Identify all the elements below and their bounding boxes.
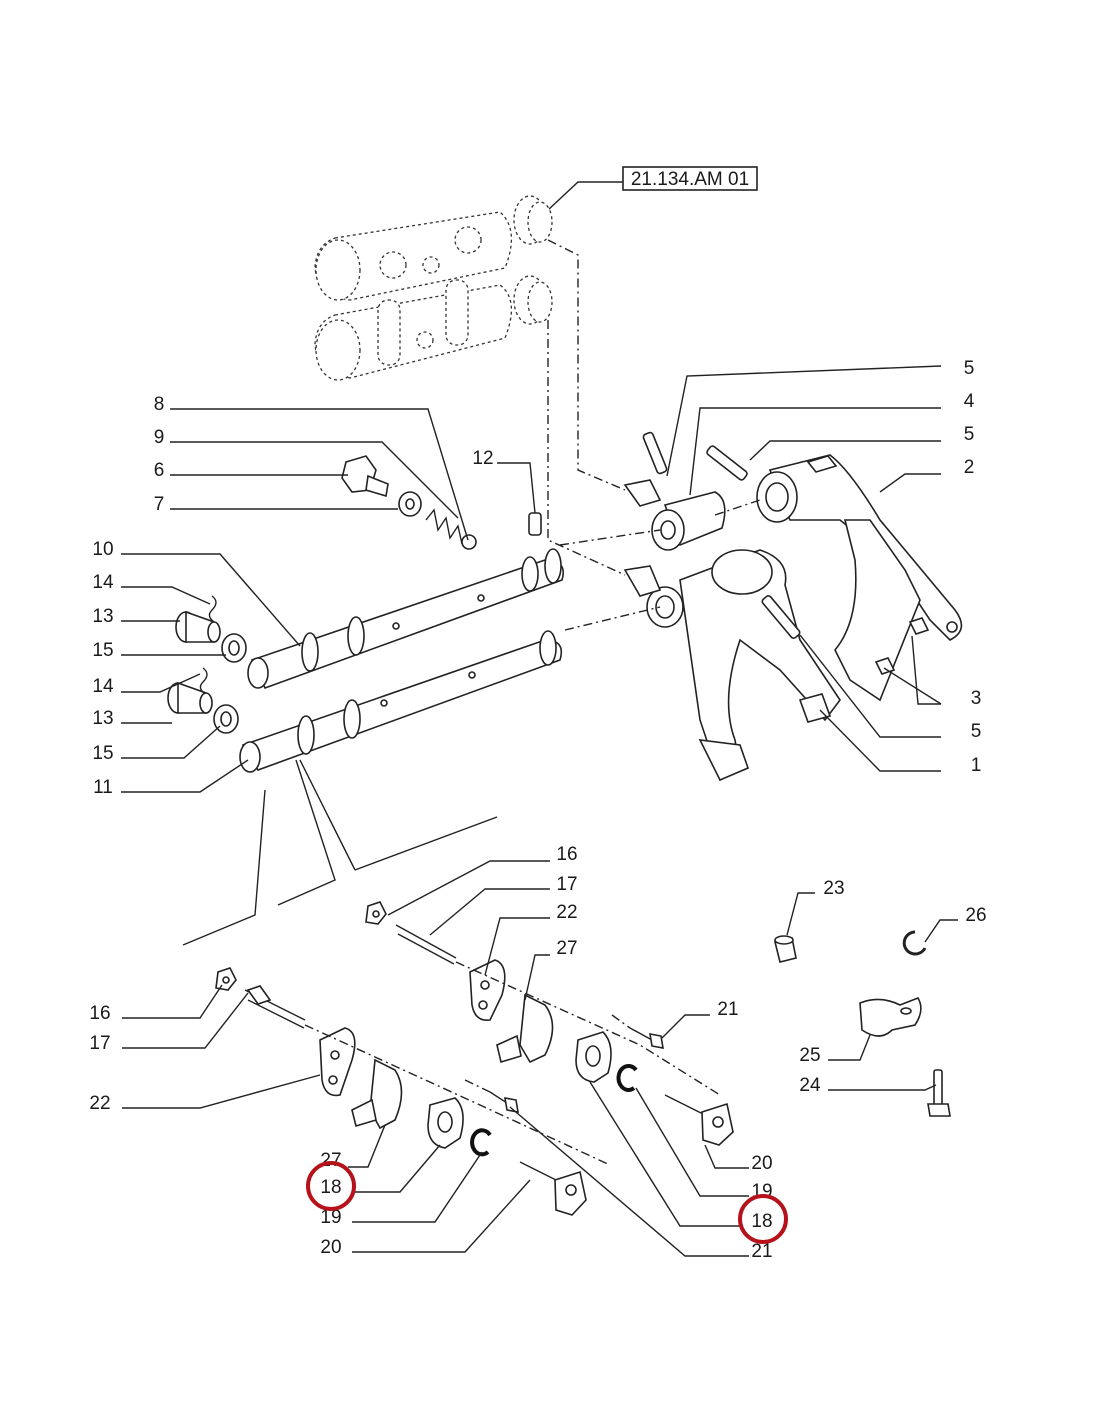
callout-5[interactable]: 5 [964, 358, 975, 379]
callout-22[interactable]: 22 [89, 1093, 110, 1114]
nut-16-lower[interactable] [215, 967, 237, 991]
callout-13[interactable]: 13 [92, 708, 113, 729]
callout-27[interactable]: 27 [320, 1150, 341, 1171]
fork-pad-3a[interactable] [908, 617, 930, 635]
reference-label: 21.134.AM 01 [631, 169, 749, 190]
callout-14[interactable]: 14 [92, 572, 114, 593]
callout-5[interactable]: 5 [964, 424, 975, 445]
callout-23[interactable]: 23 [823, 878, 844, 899]
pivot-20-lower[interactable] [519, 1161, 587, 1216]
bracket-22-upper[interactable] [469, 959, 506, 1022]
circlip-19-upper[interactable] [616, 1064, 638, 1092]
callout-7[interactable]: 7 [154, 494, 165, 515]
stud-17-lower[interactable] [244, 985, 306, 1029]
roll-pin-12[interactable] [528, 512, 542, 536]
callout-21[interactable]: 21 [717, 999, 738, 1020]
callout-20[interactable]: 20 [751, 1153, 772, 1174]
leader-lines [121, 365, 958, 1257]
callout-16[interactable]: 16 [556, 844, 577, 865]
housing-ghost [314, 195, 553, 381]
callout-9[interactable]: 9 [154, 427, 165, 448]
lever-27-lower[interactable] [351, 1058, 403, 1130]
callout-4[interactable]: 4 [964, 391, 975, 412]
callout-26[interactable]: 26 [965, 905, 986, 926]
callout-24[interactable]: 24 [799, 1075, 821, 1096]
highlight-circle-18-right [738, 1194, 788, 1244]
screw-21-upper[interactable] [629, 1027, 664, 1049]
bolt-24[interactable] [927, 1069, 951, 1117]
reference-box[interactable]: 21.134.AM 01 [547, 166, 758, 211]
centre-lines-lower [304, 961, 721, 1166]
clevis-pin-upper[interactable] [175, 610, 221, 643]
circlip-19-lower[interactable] [470, 1128, 492, 1157]
highlight-circle-18-left [306, 1161, 356, 1211]
callout-13[interactable]: 13 [92, 606, 113, 627]
detent-screw[interactable] [341, 455, 389, 498]
callout-labels: 5 4 5 2 3 5 1 8 9 6 7 12 10 14 13 15 14 … [89, 358, 986, 1262]
callout-19[interactable]: 19 [320, 1207, 341, 1228]
callout-27[interactable]: 27 [556, 938, 577, 959]
callout-22[interactable]: 22 [556, 902, 577, 923]
callout-11[interactable]: 11 [93, 777, 113, 798]
clip-26[interactable] [902, 930, 927, 956]
selector-bush[interactable] [623, 479, 726, 551]
callout-8[interactable]: 8 [154, 394, 165, 415]
callout-15[interactable]: 15 [92, 743, 113, 764]
callout-14[interactable]: 14 [92, 676, 114, 697]
callout-6[interactable]: 6 [154, 460, 165, 481]
callout-17[interactable]: 17 [556, 874, 577, 895]
plate-18-upper[interactable] [575, 1031, 612, 1083]
callout-15[interactable]: 15 [92, 640, 113, 661]
callout-12[interactable]: 12 [472, 448, 493, 469]
shift-rod-lower[interactable] [239, 630, 563, 773]
bushing-23[interactable] [774, 935, 797, 963]
shift-fork-upper[interactable] [756, 454, 963, 702]
callout-18[interactable]: 18 [320, 1177, 341, 1198]
callout-25[interactable]: 25 [799, 1045, 820, 1066]
fork-pad-3b[interactable] [874, 657, 896, 675]
stud-17-upper[interactable] [395, 924, 457, 965]
detent-washer[interactable] [398, 491, 422, 517]
callout-1[interactable]: 1 [971, 755, 982, 776]
callout-5[interactable]: 5 [971, 721, 982, 742]
spring-pin-5-top[interactable] [642, 431, 668, 475]
shift-fork-lower[interactable] [623, 549, 841, 782]
lever-27-upper[interactable] [496, 993, 554, 1064]
callout-10[interactable]: 10 [92, 539, 113, 560]
plate-18-lower[interactable] [427, 1097, 464, 1149]
nut-16-upper[interactable] [365, 901, 387, 925]
r-clip-lower[interactable] [199, 667, 208, 695]
spring-pin-5-lower[interactable] [761, 595, 801, 640]
clevis-pin-lower[interactable] [167, 681, 213, 714]
bracket-22-lower[interactable] [319, 1027, 356, 1097]
callout-17[interactable]: 17 [89, 1033, 110, 1054]
callout-16[interactable]: 16 [89, 1003, 110, 1024]
callout-21[interactable]: 21 [751, 1241, 772, 1262]
callout-18[interactable]: 18 [751, 1211, 772, 1232]
clamp-25[interactable] [859, 997, 922, 1037]
callout-3[interactable]: 3 [971, 688, 982, 709]
detent-ball[interactable] [461, 534, 477, 550]
reference-lines-lower [182, 759, 498, 946]
centre-lines-upper [547, 239, 761, 631]
washer-upper[interactable] [221, 633, 247, 663]
screw-21-lower[interactable] [489, 1091, 519, 1113]
detent-spring[interactable] [425, 508, 463, 545]
callout-2[interactable]: 2 [964, 457, 975, 478]
shift-rod-upper[interactable] [247, 548, 564, 690]
pivot-20-upper[interactable] [664, 1094, 734, 1146]
spring-pin-5-mid[interactable] [706, 445, 748, 481]
r-clip-upper[interactable] [208, 595, 217, 623]
callout-20[interactable]: 20 [320, 1237, 341, 1258]
